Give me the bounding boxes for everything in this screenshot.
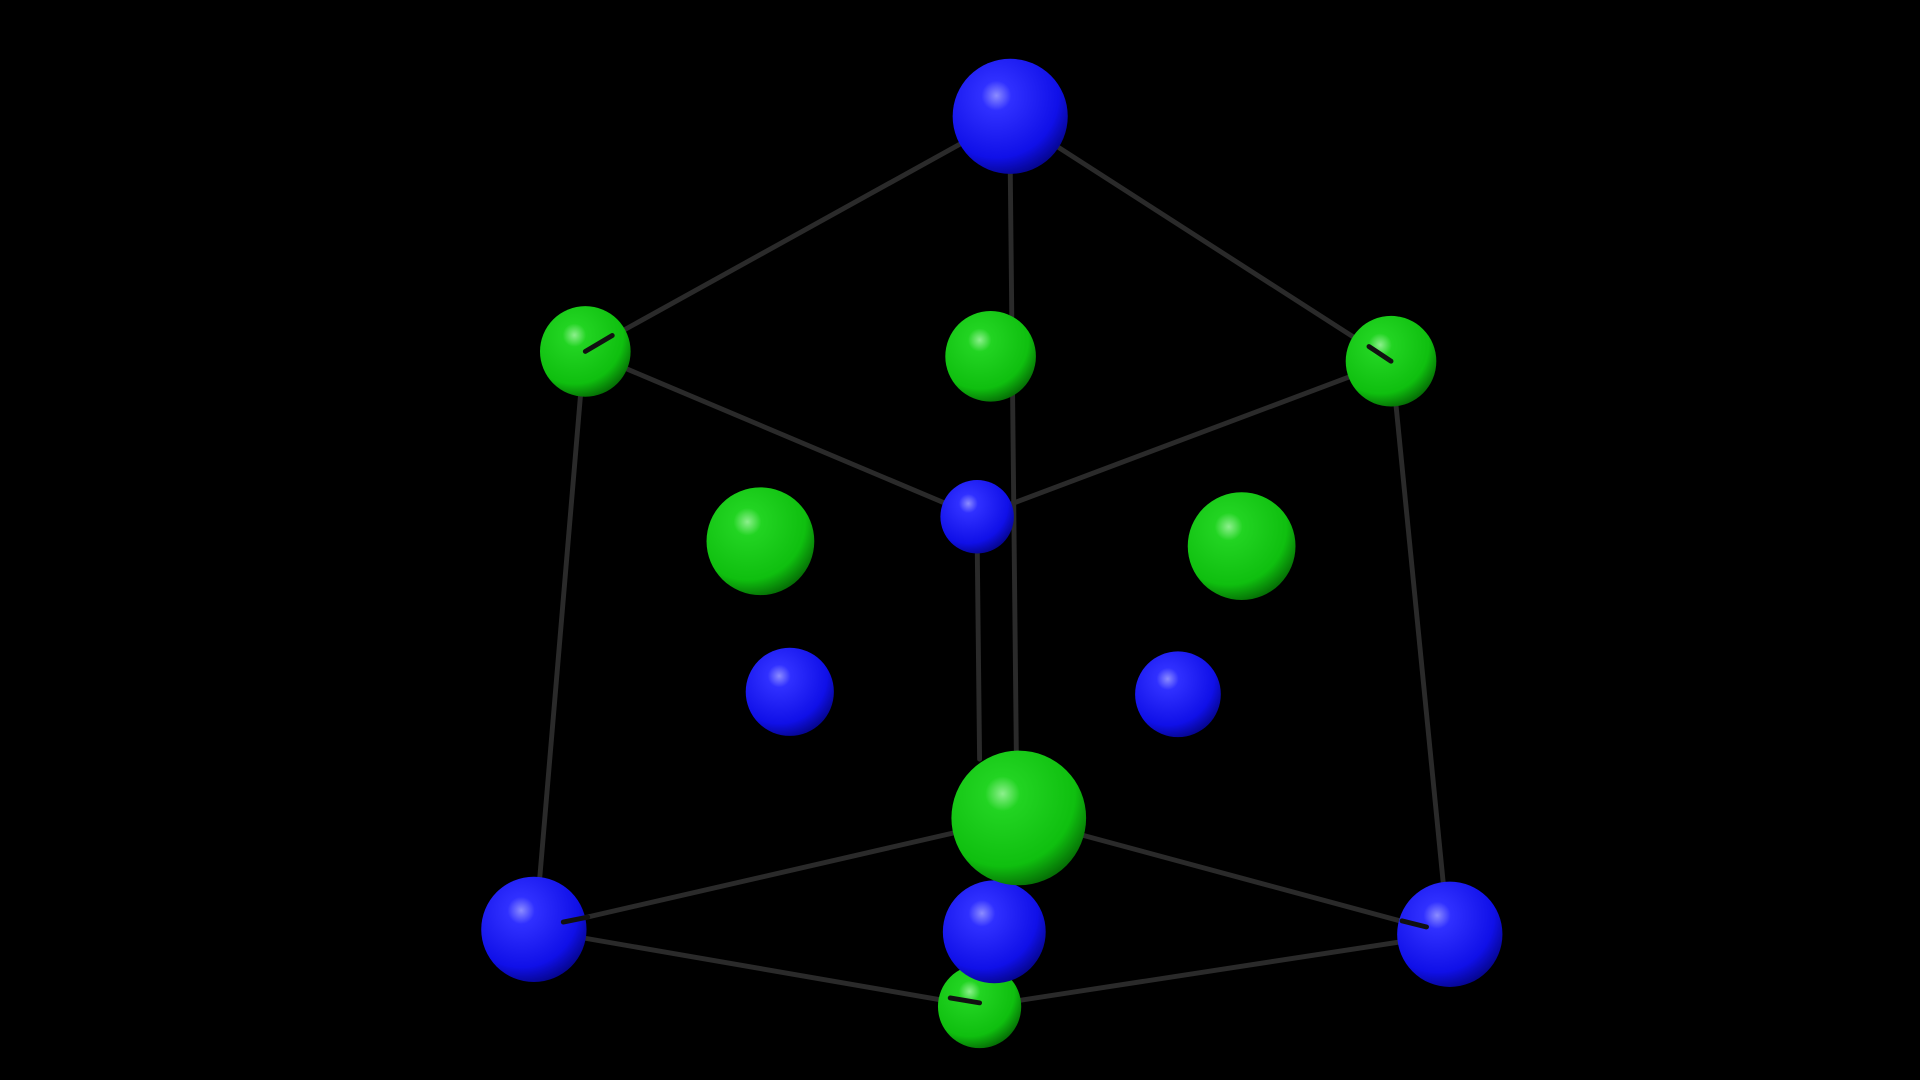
blue-atom [1397,881,1503,987]
green-atom [937,964,1022,1049]
green-atom [1187,492,1296,600]
bond-stub [1366,344,1394,364]
atoms [481,58,1503,1049]
bond [1007,113,1394,364]
bonds [531,113,1453,1009]
bond-stub [582,333,615,354]
bond [1016,815,1453,937]
bond [582,348,980,520]
bond [533,364,586,921]
blue-atom [745,647,834,736]
blue-atom [481,876,587,983]
bond-stub [1399,918,1429,930]
bond [1391,377,1450,927]
bond [531,926,983,1009]
bond-stub [947,995,983,1006]
bond [1007,162,1019,756]
blue-atom [1135,651,1221,738]
blue-atom [952,58,1068,174]
bond [582,113,1013,354]
bond [974,536,983,762]
green-atom [945,311,1036,402]
blue-atom [942,880,1046,984]
bond-stubs [560,333,1429,1006]
bond [974,358,1394,520]
bond [531,815,1022,932]
bond-stub [560,914,591,925]
blue-atom [940,480,1014,554]
green-atom [706,487,815,596]
green-atom [951,750,1087,886]
bond [977,931,1453,1009]
